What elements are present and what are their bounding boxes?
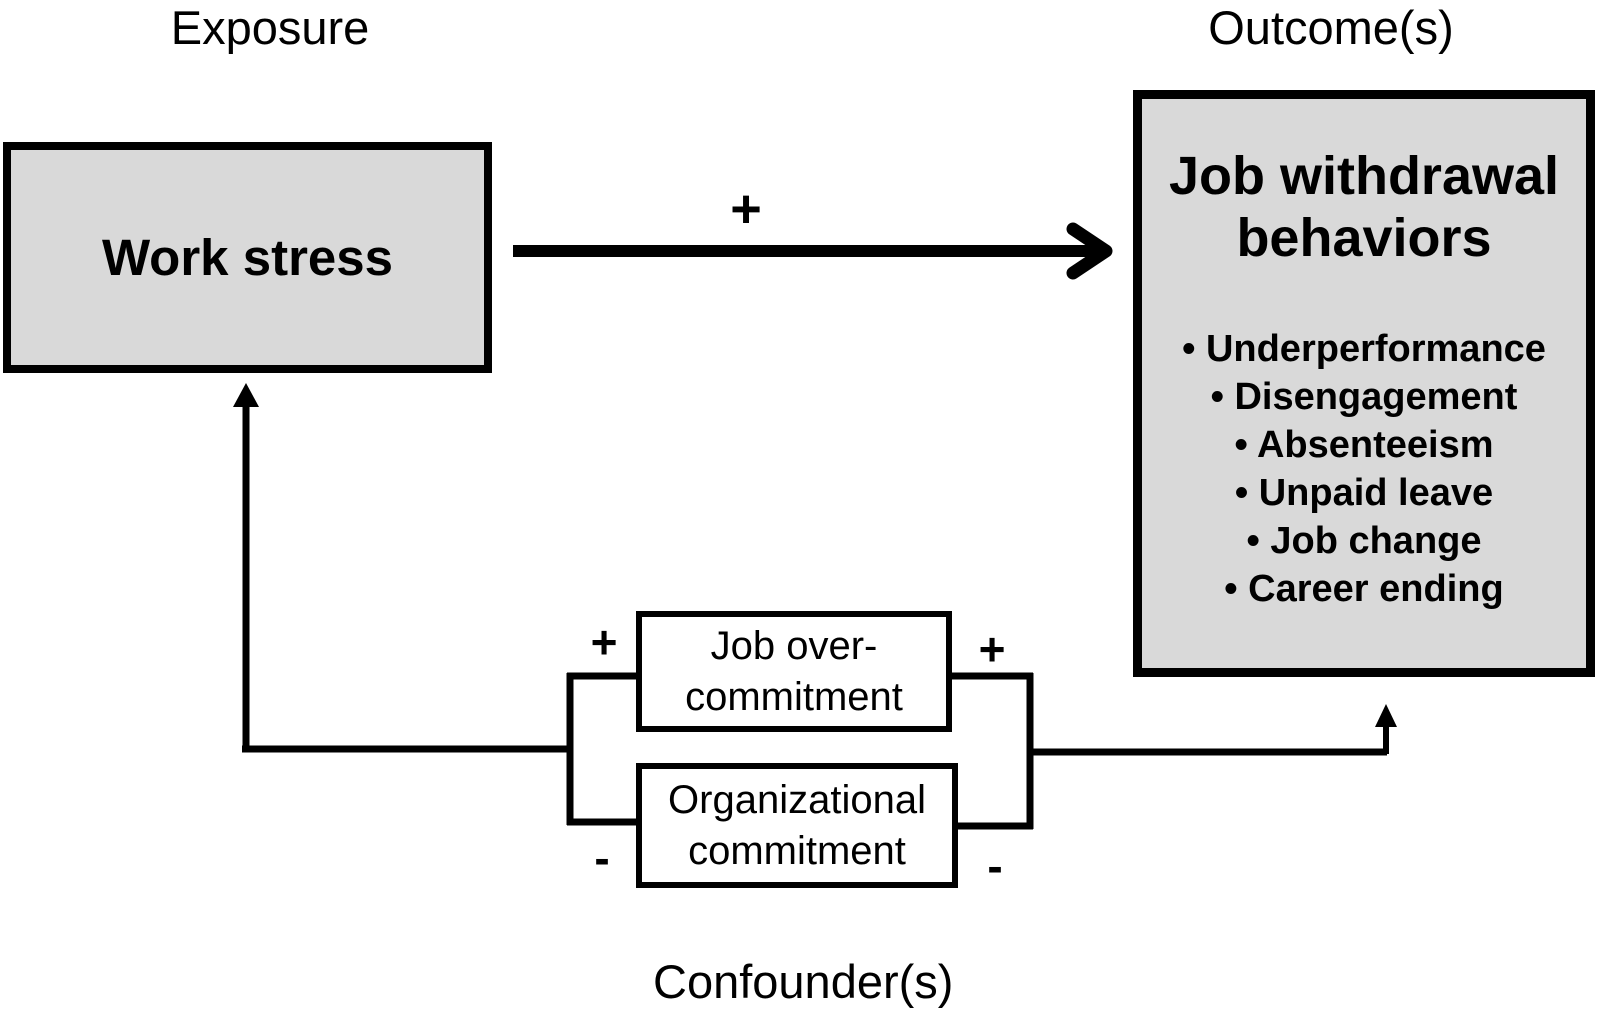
organizational-right-minus-sign: - — [987, 840, 1003, 892]
overcommitment-left-plus-sign: + — [590, 616, 618, 668]
outcome-bullet-list: • Underperformance • Disengagement • Absen… — [1142, 325, 1586, 613]
exposure-node-title: Work stress — [101, 229, 394, 286]
confounder-node-title: Organizational commitment — [668, 777, 926, 873]
confounder-node-job-overcommitment: Job over-commitment — [636, 611, 952, 732]
outcome-bullet-item: • Career ending — [1224, 568, 1504, 610]
confounder-node-organizational-commitment: Organizational commitment — [636, 763, 958, 888]
outcome-bullet-item: • Absenteeism — [1234, 424, 1494, 466]
outcome-label: Outcome(s) — [1208, 1, 1454, 54]
outcome-bullet-item: • Unpaid leave — [1234, 472, 1494, 514]
exposure-label: Exposure — [170, 1, 370, 54]
confounder-label: Confounder(s) — [653, 955, 954, 1008]
outcome-bullet-item: • Job change — [1246, 520, 1482, 562]
confounder-to-outcome-arrow-head-icon — [1375, 704, 1397, 727]
outcome-bullet-item: • Underperformance — [1182, 328, 1546, 370]
outcome-node-job-withdrawal: Job withdrawal behaviors • Underperforma… — [1133, 90, 1595, 677]
overcommitment-right-plus-sign: + — [978, 623, 1006, 675]
confounder-to-exposure-arrow-head-icon — [233, 383, 259, 407]
organizational-left-minus-sign: - — [594, 832, 610, 884]
main-arrow-head-icon — [1066, 222, 1113, 280]
main-arrow-plus-sign: + — [730, 179, 762, 239]
outcome-node-title: Job withdrawal behaviors — [1168, 146, 1560, 268]
exposure-node-work-stress: Work stress — [3, 142, 492, 373]
confounder-node-title: Job over-commitment — [685, 623, 903, 719]
outcome-bullet-item: • Disengagement — [1210, 376, 1518, 418]
